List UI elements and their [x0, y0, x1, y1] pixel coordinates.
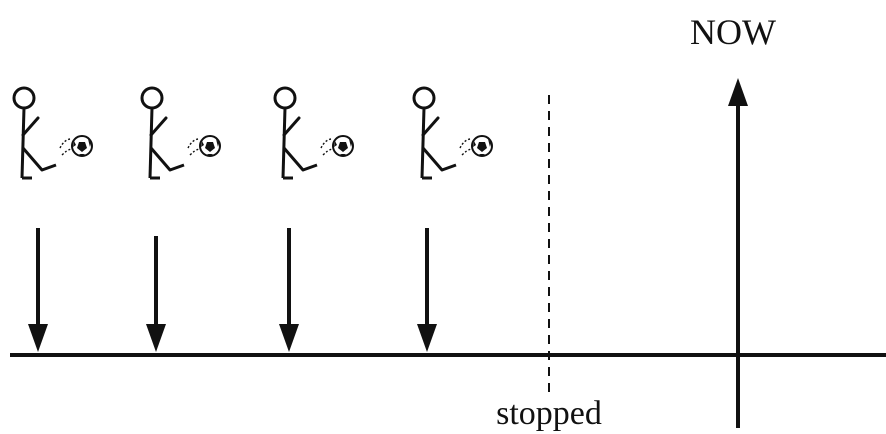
now-label: NOW — [690, 12, 776, 52]
event-arrow-3 — [279, 228, 299, 352]
soccer-ball-icon — [459, 135, 493, 157]
kicking-figure-3 — [273, 86, 354, 180]
event-figures — [12, 86, 493, 352]
kicking-figure-2 — [140, 86, 221, 180]
event-arrow-1 — [28, 228, 48, 352]
soccer-ball-icon — [59, 135, 93, 157]
kicking-figure-1 — [12, 86, 93, 180]
soccer-ball-icon — [320, 135, 354, 157]
stopped-label: stopped — [496, 395, 602, 432]
soccer-ball-icon — [187, 135, 221, 157]
kicking-figure-4 — [412, 86, 493, 180]
now-arrow — [728, 78, 748, 428]
event-arrow-4 — [417, 228, 437, 352]
event-arrow-2 — [146, 236, 166, 352]
